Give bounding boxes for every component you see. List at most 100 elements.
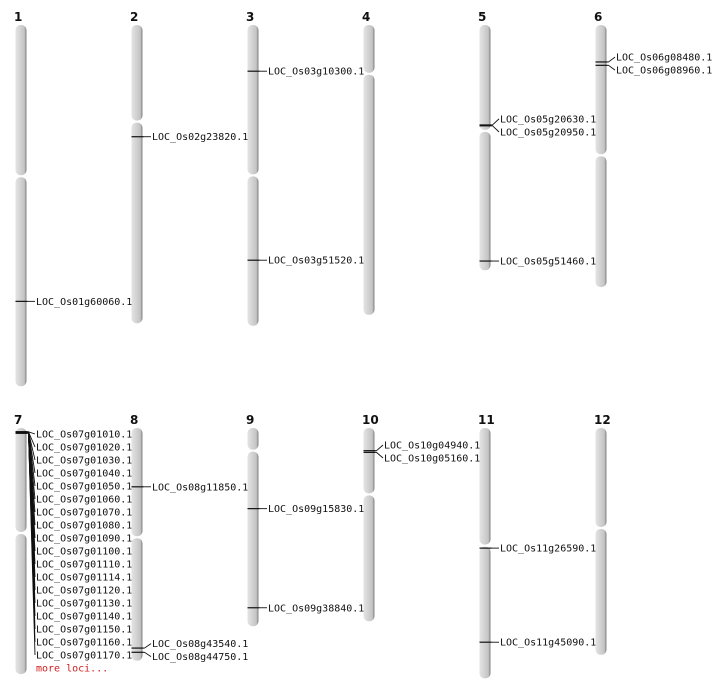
chromosome-3[interactable]: 3 bbox=[246, 10, 259, 326]
chromosome-q-arm[interactable] bbox=[131, 122, 143, 324]
chromosome-p-arm[interactable] bbox=[479, 25, 491, 130]
locus-label[interactable]: LOC_Os07g01140.1 bbox=[36, 612, 132, 623]
chromosome-8[interactable]: 8 bbox=[130, 413, 143, 661]
locus-label[interactable]: LOC_Os07g01114.1 bbox=[36, 573, 132, 584]
locus-marker[interactable]: LOC_Os05g20950.1 bbox=[479, 125, 597, 139]
locus-label[interactable]: LOC_Os05g20950.1 bbox=[500, 127, 596, 138]
chromosome-p-arm[interactable] bbox=[595, 428, 607, 527]
chromosome-4[interactable]: 4 bbox=[362, 10, 375, 315]
locus-label[interactable]: LOC_Os03g51520.1 bbox=[268, 256, 364, 267]
locus-marker[interactable]: LOC_Os11g45090.1 bbox=[479, 638, 597, 649]
chromosome-q-arm[interactable] bbox=[595, 528, 607, 655]
locus-marker[interactable]: LOC_Os03g51520.1 bbox=[247, 256, 365, 267]
locus-label[interactable]: LOC_Os11g45090.1 bbox=[500, 638, 596, 649]
locus-label[interactable]: LOC_Os07g01050.1 bbox=[36, 482, 132, 493]
locus-label[interactable]: LOC_Os07g01020.1 bbox=[36, 443, 132, 454]
chromosome-p-arm[interactable] bbox=[595, 25, 607, 155]
locus-marker[interactable]: LOC_Os01g60060.1 bbox=[15, 297, 133, 308]
chromosome-p-arm[interactable] bbox=[15, 428, 27, 532]
locus-label[interactable]: LOC_Os01g60060.1 bbox=[36, 297, 132, 308]
locus-label[interactable]: LOC_Os07g01150.1 bbox=[36, 625, 132, 636]
locus-marker[interactable]: LOC_Os07g01010.1 bbox=[15, 430, 133, 441]
chromosome-p-arm[interactable] bbox=[131, 25, 143, 121]
chromosome-p-arm[interactable] bbox=[15, 25, 27, 176]
chromosome-q-arm[interactable] bbox=[247, 451, 259, 627]
chromosome-q-arm[interactable] bbox=[595, 156, 607, 288]
locus-label[interactable]: LOC_Os07g01090.1 bbox=[36, 534, 132, 545]
chromosome-11[interactable]: 11 bbox=[478, 413, 495, 679]
chromosome-7[interactable]: 7 bbox=[14, 413, 27, 675]
chromosome-number: 2 bbox=[130, 10, 138, 24]
locus-label[interactable]: LOC_Os07g01040.1 bbox=[36, 469, 132, 480]
chromosome-5[interactable]: 5 bbox=[478, 10, 491, 271]
chromosome-number: 12 bbox=[594, 413, 611, 427]
locus-label[interactable]: LOC_Os08g43540.1 bbox=[152, 639, 248, 650]
locus-label[interactable]: LOC_Os03g10300.1 bbox=[268, 67, 364, 78]
locus-label[interactable]: LOC_Os08g11850.1 bbox=[152, 482, 248, 493]
locus-label[interactable]: LOC_Os07g01080.1 bbox=[36, 521, 132, 532]
locus-label[interactable]: LOC_Os07g01030.1 bbox=[36, 456, 132, 467]
locus-label[interactable]: LOC_Os02g23820.1 bbox=[152, 132, 248, 143]
locus-marker[interactable]: LOC_Os06g08960.1 bbox=[595, 64, 712, 77]
locus-connector bbox=[607, 64, 616, 71]
locus-label[interactable]: LOC_Os11g26590.1 bbox=[500, 544, 596, 555]
chromosome-p-arm[interactable] bbox=[363, 428, 375, 494]
locus-label[interactable]: LOC_Os09g15830.1 bbox=[268, 504, 364, 515]
locus-marker[interactable]: LOC_Os05g51460.1 bbox=[479, 257, 597, 268]
locus-label[interactable]: LOC_Os05g51460.1 bbox=[500, 257, 596, 268]
locus-connector bbox=[375, 451, 384, 459]
locus-marker[interactable]: LOC_Os06g08480.1 bbox=[595, 53, 712, 64]
locus-marker[interactable]: LOC_Os02g23820.1 bbox=[131, 132, 249, 143]
locus-marker[interactable]: LOC_Os05g20630.1 bbox=[479, 114, 597, 126]
chromosome-number: 5 bbox=[478, 10, 486, 24]
locus-label[interactable]: LOC_Os07g01160.1 bbox=[36, 638, 132, 649]
locus-label[interactable]: LOC_Os07g01070.1 bbox=[36, 508, 132, 519]
locus-marker[interactable]: LOC_Os09g38840.1 bbox=[247, 603, 365, 614]
chromosome-q-arm[interactable] bbox=[131, 538, 143, 661]
locus-label[interactable]: LOC_Os07g01170.1 bbox=[36, 651, 132, 662]
chromosome-1[interactable]: 1 bbox=[14, 10, 27, 387]
locus-marker[interactable]: LOC_Os08g11850.1 bbox=[131, 482, 249, 493]
locus-label[interactable]: LOC_Os06g08480.1 bbox=[616, 53, 712, 64]
chromosome-12[interactable]: 12 bbox=[594, 413, 611, 655]
locus-label[interactable]: LOC_Os10g04940.1 bbox=[384, 441, 480, 452]
chromosome-q-arm[interactable] bbox=[363, 495, 375, 622]
locus-label[interactable]: LOC_Os10g05160.1 bbox=[384, 454, 480, 465]
locus-label[interactable]: LOC_Os07g01130.1 bbox=[36, 599, 132, 610]
locus-marker[interactable]: LOC_Os10g04940.1 bbox=[363, 441, 481, 452]
chromosome-10[interactable]: 10 bbox=[362, 413, 379, 622]
locus-marker[interactable]: LOC_Os10g05160.1 bbox=[363, 451, 481, 465]
chromosome-p-arm[interactable] bbox=[131, 428, 143, 537]
locus-connector bbox=[491, 118, 500, 126]
chromosome-q-arm[interactable] bbox=[479, 546, 491, 679]
chromosome-9[interactable]: 9 bbox=[246, 413, 259, 627]
locus-marker[interactable]: LOC_Os09g15830.1 bbox=[247, 504, 365, 515]
chromosome-p-arm[interactable] bbox=[479, 428, 491, 545]
chromosome-q-arm[interactable] bbox=[363, 74, 375, 315]
locus-label[interactable]: LOC_Os07g01110.1 bbox=[36, 560, 132, 571]
chromosome-2[interactable]: 2 bbox=[130, 10, 143, 324]
locus-label[interactable]: LOC_Os07g01010.1 bbox=[36, 430, 132, 441]
locus-label[interactable]: LOC_Os07g01120.1 bbox=[36, 586, 132, 597]
locus-label[interactable]: LOC_Os08g44750.1 bbox=[152, 652, 248, 663]
locus-connector bbox=[375, 444, 384, 452]
chromosome-p-arm[interactable] bbox=[247, 428, 259, 450]
locus-label[interactable]: LOC_Os07g01100.1 bbox=[36, 547, 132, 558]
chromosome-q-arm[interactable] bbox=[479, 131, 491, 271]
locus-label[interactable]: LOC_Os09g38840.1 bbox=[268, 603, 364, 614]
locus-marker[interactable]: LOC_Os11g26590.1 bbox=[479, 544, 597, 555]
locus-label[interactable]: LOC_Os05g20630.1 bbox=[500, 114, 596, 125]
chromosome-p-arm[interactable] bbox=[363, 25, 375, 73]
chromosome-6[interactable]: 6 bbox=[594, 10, 607, 288]
chromosome-q-arm[interactable] bbox=[15, 534, 27, 675]
locus-marker[interactable]: LOC_Os07g01170.1 bbox=[15, 432, 133, 662]
locus-marker[interactable]: LOC_Os03g10300.1 bbox=[247, 67, 365, 78]
locus-marker[interactable]: LOC_Os08g43540.1 bbox=[131, 639, 249, 650]
chromosome-q-arm[interactable] bbox=[15, 177, 27, 387]
locus-marker[interactable]: LOC_Os08g44750.1 bbox=[131, 651, 249, 663]
chromosome-q-arm[interactable] bbox=[247, 176, 259, 326]
locus-label[interactable]: LOC_Os07g01060.1 bbox=[36, 495, 132, 506]
chromosome-p-arm[interactable] bbox=[247, 25, 259, 175]
more-loci-link[interactable]: more loci... bbox=[36, 664, 108, 675]
locus-label[interactable]: LOC_Os06g08960.1 bbox=[616, 66, 712, 77]
